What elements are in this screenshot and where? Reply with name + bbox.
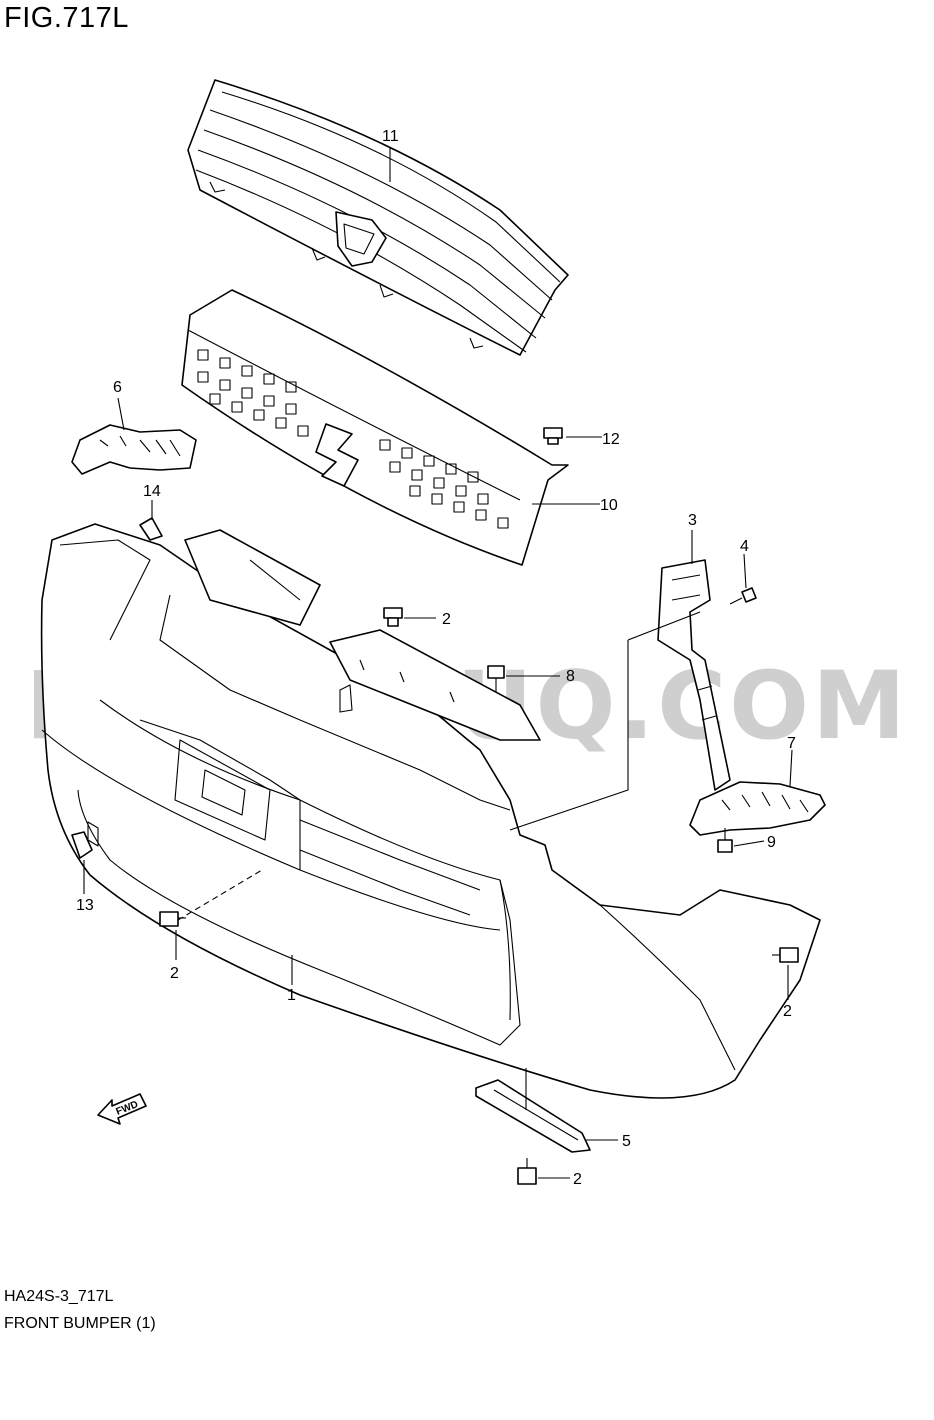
part-13-clip[interactable] bbox=[71, 831, 93, 859]
callout-2-top[interactable]: 2 bbox=[442, 611, 451, 628]
callout-8[interactable]: 8 bbox=[566, 668, 575, 685]
callout-11[interactable]: 11 bbox=[382, 128, 399, 145]
callout-13[interactable]: 13 bbox=[76, 897, 94, 914]
callout-4[interactable]: 4 bbox=[740, 538, 749, 555]
fastener-9[interactable] bbox=[717, 828, 733, 853]
fastener-12[interactable] bbox=[543, 427, 563, 445]
fastener-2-right[interactable] bbox=[772, 947, 799, 963]
figure-name: FRONT BUMPER (1) bbox=[4, 1315, 156, 1332]
part-10-lower-grille[interactable] bbox=[181, 289, 569, 566]
part-7-right-bracket[interactable] bbox=[689, 781, 826, 836]
part-14-label[interactable] bbox=[139, 517, 163, 541]
callout-10[interactable]: 10 bbox=[600, 497, 618, 514]
fwd-label: FWD bbox=[115, 1099, 140, 1118]
part-3-reinforcement[interactable] bbox=[657, 559, 731, 791]
part-6-left-bracket[interactable] bbox=[71, 424, 197, 475]
callout-7[interactable]: 7 bbox=[787, 735, 796, 752]
part-5-lower-trim[interactable] bbox=[475, 1079, 591, 1153]
part-1-front-bumper[interactable] bbox=[40, 523, 821, 1099]
part-11-upper-grille[interactable] bbox=[187, 79, 569, 356]
callout-9[interactable]: 9 bbox=[767, 834, 776, 851]
figure-code: HA24S-3_717L bbox=[4, 1288, 114, 1305]
callout-2-bottom[interactable]: 2 bbox=[573, 1171, 582, 1188]
callout-2-left[interactable]: 2 bbox=[170, 965, 179, 982]
figure-title: FIG.717L bbox=[4, 2, 129, 34]
fastener-4[interactable] bbox=[729, 587, 757, 605]
fwd-arrow-icon: FWD bbox=[97, 1093, 147, 1125]
fastener-2-bottom[interactable] bbox=[517, 1158, 537, 1185]
callout-6[interactable]: 6 bbox=[113, 379, 122, 396]
callout-1[interactable]: 1 bbox=[287, 987, 296, 1004]
callout-2-right[interactable]: 2 bbox=[783, 1003, 792, 1020]
callout-5[interactable]: 5 bbox=[622, 1133, 631, 1150]
fastener-8[interactable] bbox=[487, 665, 505, 692]
callout-14[interactable]: 14 bbox=[143, 483, 161, 500]
fastener-2-top[interactable] bbox=[383, 607, 403, 627]
callout-3[interactable]: 3 bbox=[688, 512, 697, 529]
leader-lines bbox=[83, 148, 793, 1179]
callout-12[interactable]: 12 bbox=[602, 431, 620, 448]
